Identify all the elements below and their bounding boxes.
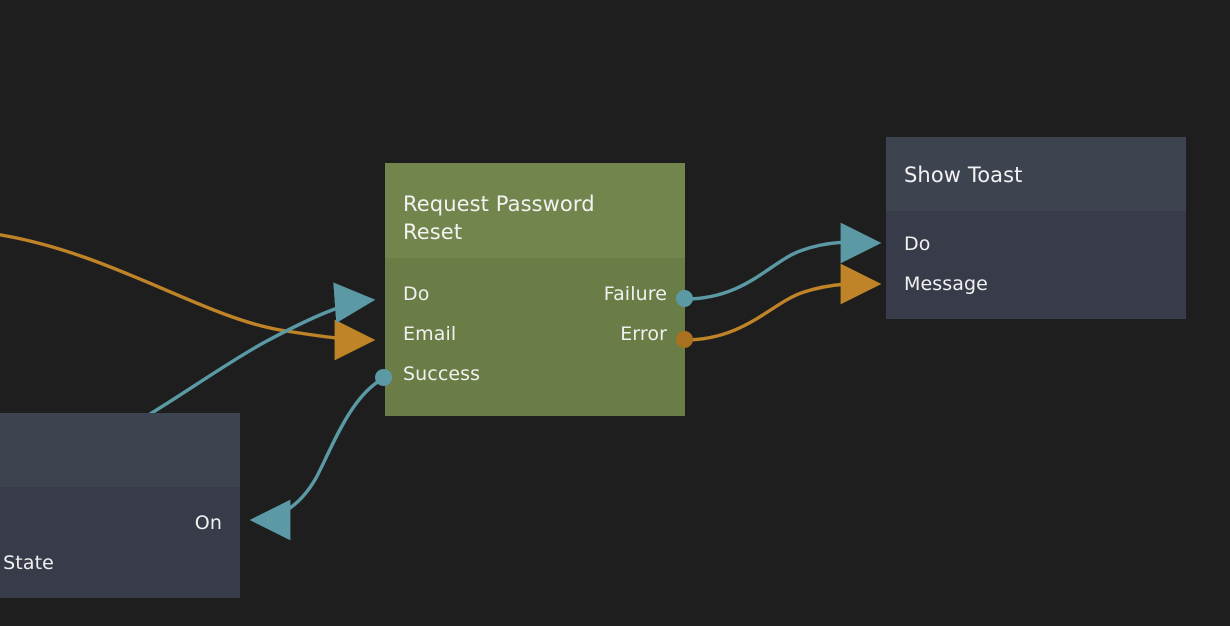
port-label-current-state: rent State [0,552,54,574]
port-row-on[interactable]: On [195,512,222,534]
node-title: Show Toast [904,163,1023,187]
node-show-toast[interactable]: Show Toast Do Message [886,137,1186,319]
port-label-on: On [194,512,222,534]
edge-error-to-message [684,263,882,342]
port-label-error: Error [620,323,667,345]
node-body: Do Message [886,211,1186,319]
node-header[interactable]: Show Toast [886,137,1186,211]
port-row-error[interactable]: Error [620,323,667,345]
port-dot-failure[interactable] [676,290,693,307]
node-title: Request Password Reset [403,192,595,244]
node-switch[interactable]: tch On rent State [0,413,240,598]
node-body: On rent State [0,487,240,598]
edge-incoming-email [0,233,376,361]
port-dot-error[interactable] [676,331,693,348]
port-row-email[interactable]: Email [403,323,456,345]
port-label-do: Do [904,233,931,255]
node-body: Do Email Success Failure Error [385,258,685,416]
port-row-success[interactable]: Success [403,363,480,385]
port-row-current-state[interactable]: rent State [0,552,54,574]
port-row-do[interactable]: Do [403,283,429,305]
node-request-password-reset[interactable]: Request Password Reset Do Email Success … [385,163,685,416]
port-label-email: Email [403,323,457,345]
node-header[interactable]: tch [0,413,240,487]
edge-failure-to-do [684,222,882,301]
port-label-failure: Failure [603,283,667,305]
port-label-success: Success [403,363,481,385]
port-label-do: Do [403,283,430,305]
port-row-failure[interactable]: Failure [604,283,667,305]
node-header[interactable]: Request Password Reset [385,163,685,258]
port-label-message: Message [904,273,988,295]
port-dot-success[interactable] [375,369,392,386]
port-row-message[interactable]: Message [904,273,988,295]
port-row-do[interactable]: Do [904,233,930,255]
edge-success-to-on [249,376,385,541]
